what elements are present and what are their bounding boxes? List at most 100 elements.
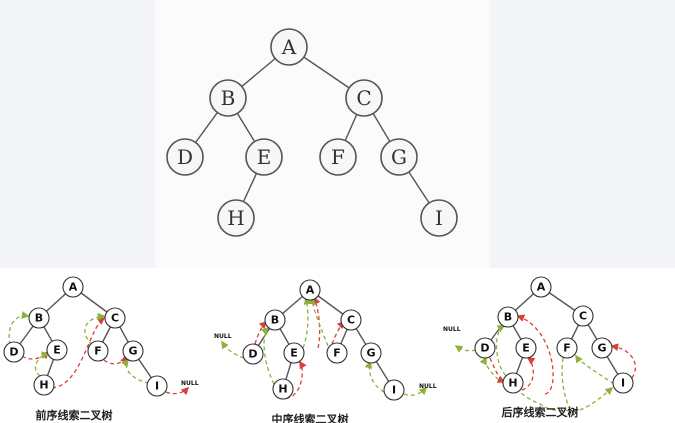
post-node-i: I bbox=[612, 372, 634, 394]
node-label: H bbox=[39, 379, 48, 392]
node-label: B bbox=[271, 314, 279, 327]
main-node-label: G bbox=[391, 145, 407, 169]
inorder-threaded-tree: A B C D E F G H I NULL NULL 中序线索二叉树 bbox=[214, 279, 437, 423]
pre-thread-d-pred bbox=[8, 311, 30, 346]
in-node-h: H bbox=[272, 378, 294, 400]
main-binary-tree: A B C D E F G bbox=[166, 28, 458, 237]
node-label: H bbox=[508, 377, 517, 390]
node-label: A bbox=[306, 284, 315, 297]
node-label: E bbox=[53, 344, 61, 357]
in-node-e: E bbox=[283, 342, 305, 364]
pre-node-b: B bbox=[28, 307, 50, 329]
in-caption: 中序线索二叉树 bbox=[272, 412, 349, 423]
node-label: C bbox=[347, 314, 355, 327]
postorder-threaded-tree: A B C D E F G H I NULL 后序线索二叉树 bbox=[443, 276, 636, 419]
pre-null-label: NULL bbox=[181, 380, 199, 387]
node-label: A bbox=[537, 281, 546, 294]
pre-caption: 前序线索二叉树 bbox=[36, 408, 113, 422]
post-null-label: NULL bbox=[443, 326, 461, 333]
main-node-label: D bbox=[177, 145, 193, 169]
post-thread-e-succ bbox=[516, 314, 554, 395]
post-node-e: E bbox=[515, 337, 537, 359]
pre-thread-f-succ bbox=[103, 354, 128, 365]
main-node-label: B bbox=[221, 86, 236, 110]
main-node-label: C bbox=[356, 86, 371, 110]
pre-node-h: H bbox=[33, 374, 55, 396]
pre-node-a: A bbox=[62, 276, 84, 298]
main-node-label: E bbox=[257, 145, 272, 169]
pre-node-d: D bbox=[3, 341, 25, 363]
node-label: F bbox=[333, 347, 341, 360]
post-thread-i-succ bbox=[610, 343, 636, 379]
pre-node-c: C bbox=[104, 307, 126, 329]
post-node-a: A bbox=[530, 276, 552, 298]
main-node-d: D bbox=[166, 138, 204, 176]
post-node-d: D bbox=[474, 337, 496, 359]
post-thread-d-pred bbox=[454, 345, 477, 353]
node-label: G bbox=[597, 342, 606, 355]
main-node-label: I bbox=[435, 206, 443, 230]
main-node-e: E bbox=[245, 138, 283, 176]
node-label: G bbox=[366, 347, 375, 360]
pre-thread-i-pred bbox=[121, 358, 150, 384]
post-node-b: B bbox=[497, 306, 519, 328]
post-caption: 后序线索二叉树 bbox=[502, 405, 579, 419]
node-label: E bbox=[522, 342, 530, 355]
post-thread-f-succ bbox=[561, 357, 614, 412]
node-label: C bbox=[111, 312, 119, 325]
in-node-d: D bbox=[242, 343, 264, 365]
in-thread-d-pred bbox=[221, 340, 245, 359]
main-node-c: C bbox=[345, 79, 383, 117]
node-label: I bbox=[155, 380, 159, 393]
pre-thread-f-pred bbox=[84, 312, 106, 346]
main-node-label: F bbox=[331, 145, 345, 169]
main-node-label: H bbox=[227, 206, 244, 230]
main-node-a: A bbox=[270, 28, 308, 66]
pre-thread-i-succ bbox=[165, 386, 190, 396]
preorder-threaded-tree: A B C D E F G H I NULL 前序线索二叉树 bbox=[3, 276, 199, 422]
in-node-c: C bbox=[340, 309, 362, 331]
post-node-g: G bbox=[591, 337, 613, 359]
post-node-f: F bbox=[556, 337, 578, 359]
pre-node-e: E bbox=[46, 339, 68, 361]
in-node-g: G bbox=[360, 342, 382, 364]
in-node-i: I bbox=[383, 379, 405, 401]
post-thread-f-pred bbox=[495, 325, 571, 412]
node-label: F bbox=[94, 345, 102, 358]
main-node-label: A bbox=[281, 35, 297, 59]
in-thread-e-pred bbox=[302, 296, 312, 349]
node-label: H bbox=[278, 383, 287, 396]
post-thread-h-pred bbox=[479, 356, 505, 385]
main-node-i: I bbox=[420, 199, 458, 237]
node-label: D bbox=[248, 348, 257, 361]
node-label: F bbox=[563, 342, 571, 355]
in-node-b: B bbox=[264, 309, 286, 331]
main-node-f: F bbox=[319, 138, 357, 176]
post-node-h: H bbox=[502, 372, 524, 394]
in-thread-i-pred bbox=[364, 360, 385, 393]
node-label: E bbox=[290, 347, 298, 360]
pre-thread-d-succ bbox=[21, 350, 50, 360]
post-thread-i-pred bbox=[575, 354, 615, 385]
main-node-g: G bbox=[380, 138, 418, 176]
post-thread-h-succ bbox=[521, 357, 536, 391]
in-thread-f-pred bbox=[308, 296, 329, 347]
node-label: B bbox=[504, 311, 512, 324]
node-label: C bbox=[579, 310, 587, 323]
post-thread-d-succ bbox=[489, 357, 506, 383]
in-thread-h-pred bbox=[260, 326, 275, 385]
pre-thread-h-pred bbox=[34, 351, 50, 377]
in-thread-e-succ bbox=[313, 296, 321, 349]
in-node-a: A bbox=[299, 279, 321, 301]
node-label: D bbox=[9, 346, 18, 359]
node-label: A bbox=[69, 281, 78, 294]
pre-node-g: G bbox=[122, 340, 144, 362]
pre-node-i: I bbox=[146, 375, 168, 397]
main-node-b: B bbox=[209, 79, 247, 117]
node-label: I bbox=[392, 384, 396, 397]
node-label: G bbox=[128, 345, 137, 358]
post-node-c: C bbox=[572, 305, 594, 327]
in-null-label-left: NULL bbox=[214, 333, 232, 340]
